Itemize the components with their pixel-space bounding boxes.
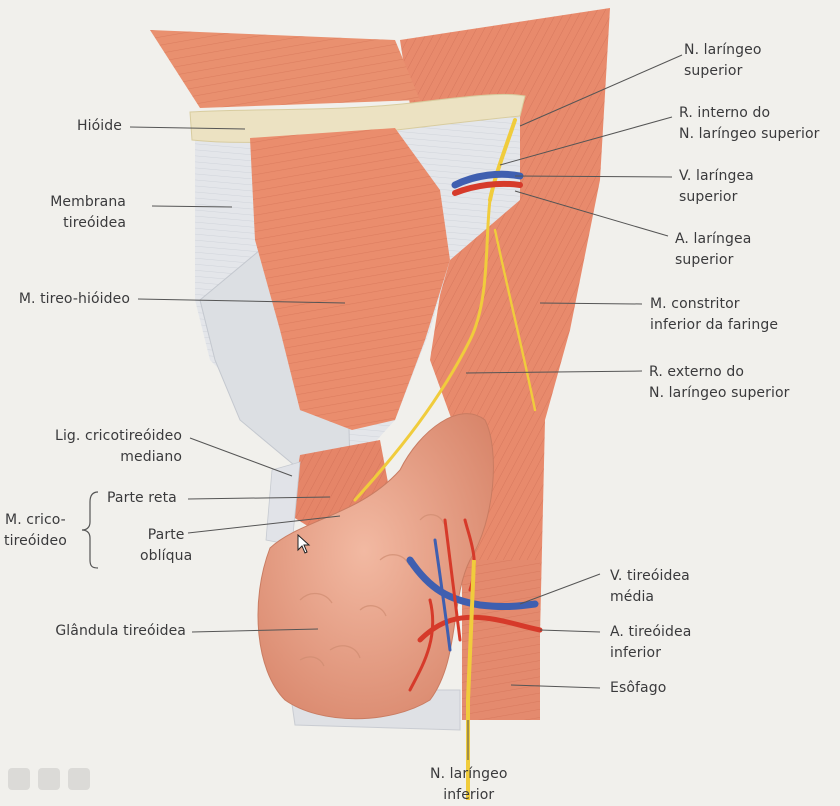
label-internal-branch: R. interno do N. laríngeo superior (679, 105, 820, 142)
label-cricothyroid-muscle: M. crico- tireóideo (4, 512, 67, 549)
label-middle-thyroid-vein: V. tireóidea média (610, 568, 690, 605)
label-hyoid: Hióide (77, 118, 122, 134)
thyroid-gland (257, 413, 494, 720)
viewer-zoom-icon[interactable] (38, 768, 60, 790)
label-thyroid-gland: Glândula tireóidea (55, 623, 186, 639)
label-thyrohyoid-muscle: M. tireo-hióideo (18, 291, 130, 307)
label-superior-laryngeal-nerve: N. laríngeo superior (684, 42, 762, 79)
esophagus (462, 560, 540, 720)
label-superior-laryngeal-vein: V. laríngea superior (679, 168, 754, 205)
thyrohyoid-muscle (250, 128, 450, 430)
label-external-branch: R. externo do N. laríngeo superior (649, 364, 790, 401)
label-straight-part: Parte reta (107, 490, 177, 506)
viewer-more-icon[interactable] (68, 768, 90, 790)
viewer-grid-icon[interactable] (8, 768, 30, 790)
label-superior-laryngeal-artery: A. laríngea superior (675, 231, 752, 268)
cricothyroid-bracket (81, 491, 99, 569)
superior-laryngeal-nerve (353, 118, 537, 502)
viewer-controls (8, 768, 90, 790)
leader-lines (129, 54, 683, 760)
suprahyoid-muscles (150, 30, 420, 108)
label-inferior-constrictor: M. constritor inferior da faringe (650, 296, 779, 333)
label-oblique-part: Parte oblíqua (140, 527, 193, 564)
label-esophagus: Esôfago (610, 680, 667, 696)
arrow-cursor-icon (297, 534, 311, 554)
label-inferior-laryngeal-nerve: N. laríngeo inferior (430, 766, 508, 803)
label-inferior-thyroid-artery: A. tireóidea inferior (610, 624, 692, 661)
inferior-laryngeal-nerve (466, 559, 476, 800)
label-thyrohyoid-membrane: Membrana tireóidea (50, 194, 126, 231)
superior-laryngeal-vessels (451, 170, 524, 196)
label-median-cricothyroid-ligament: Lig. cricotireóideo mediano (55, 428, 182, 465)
